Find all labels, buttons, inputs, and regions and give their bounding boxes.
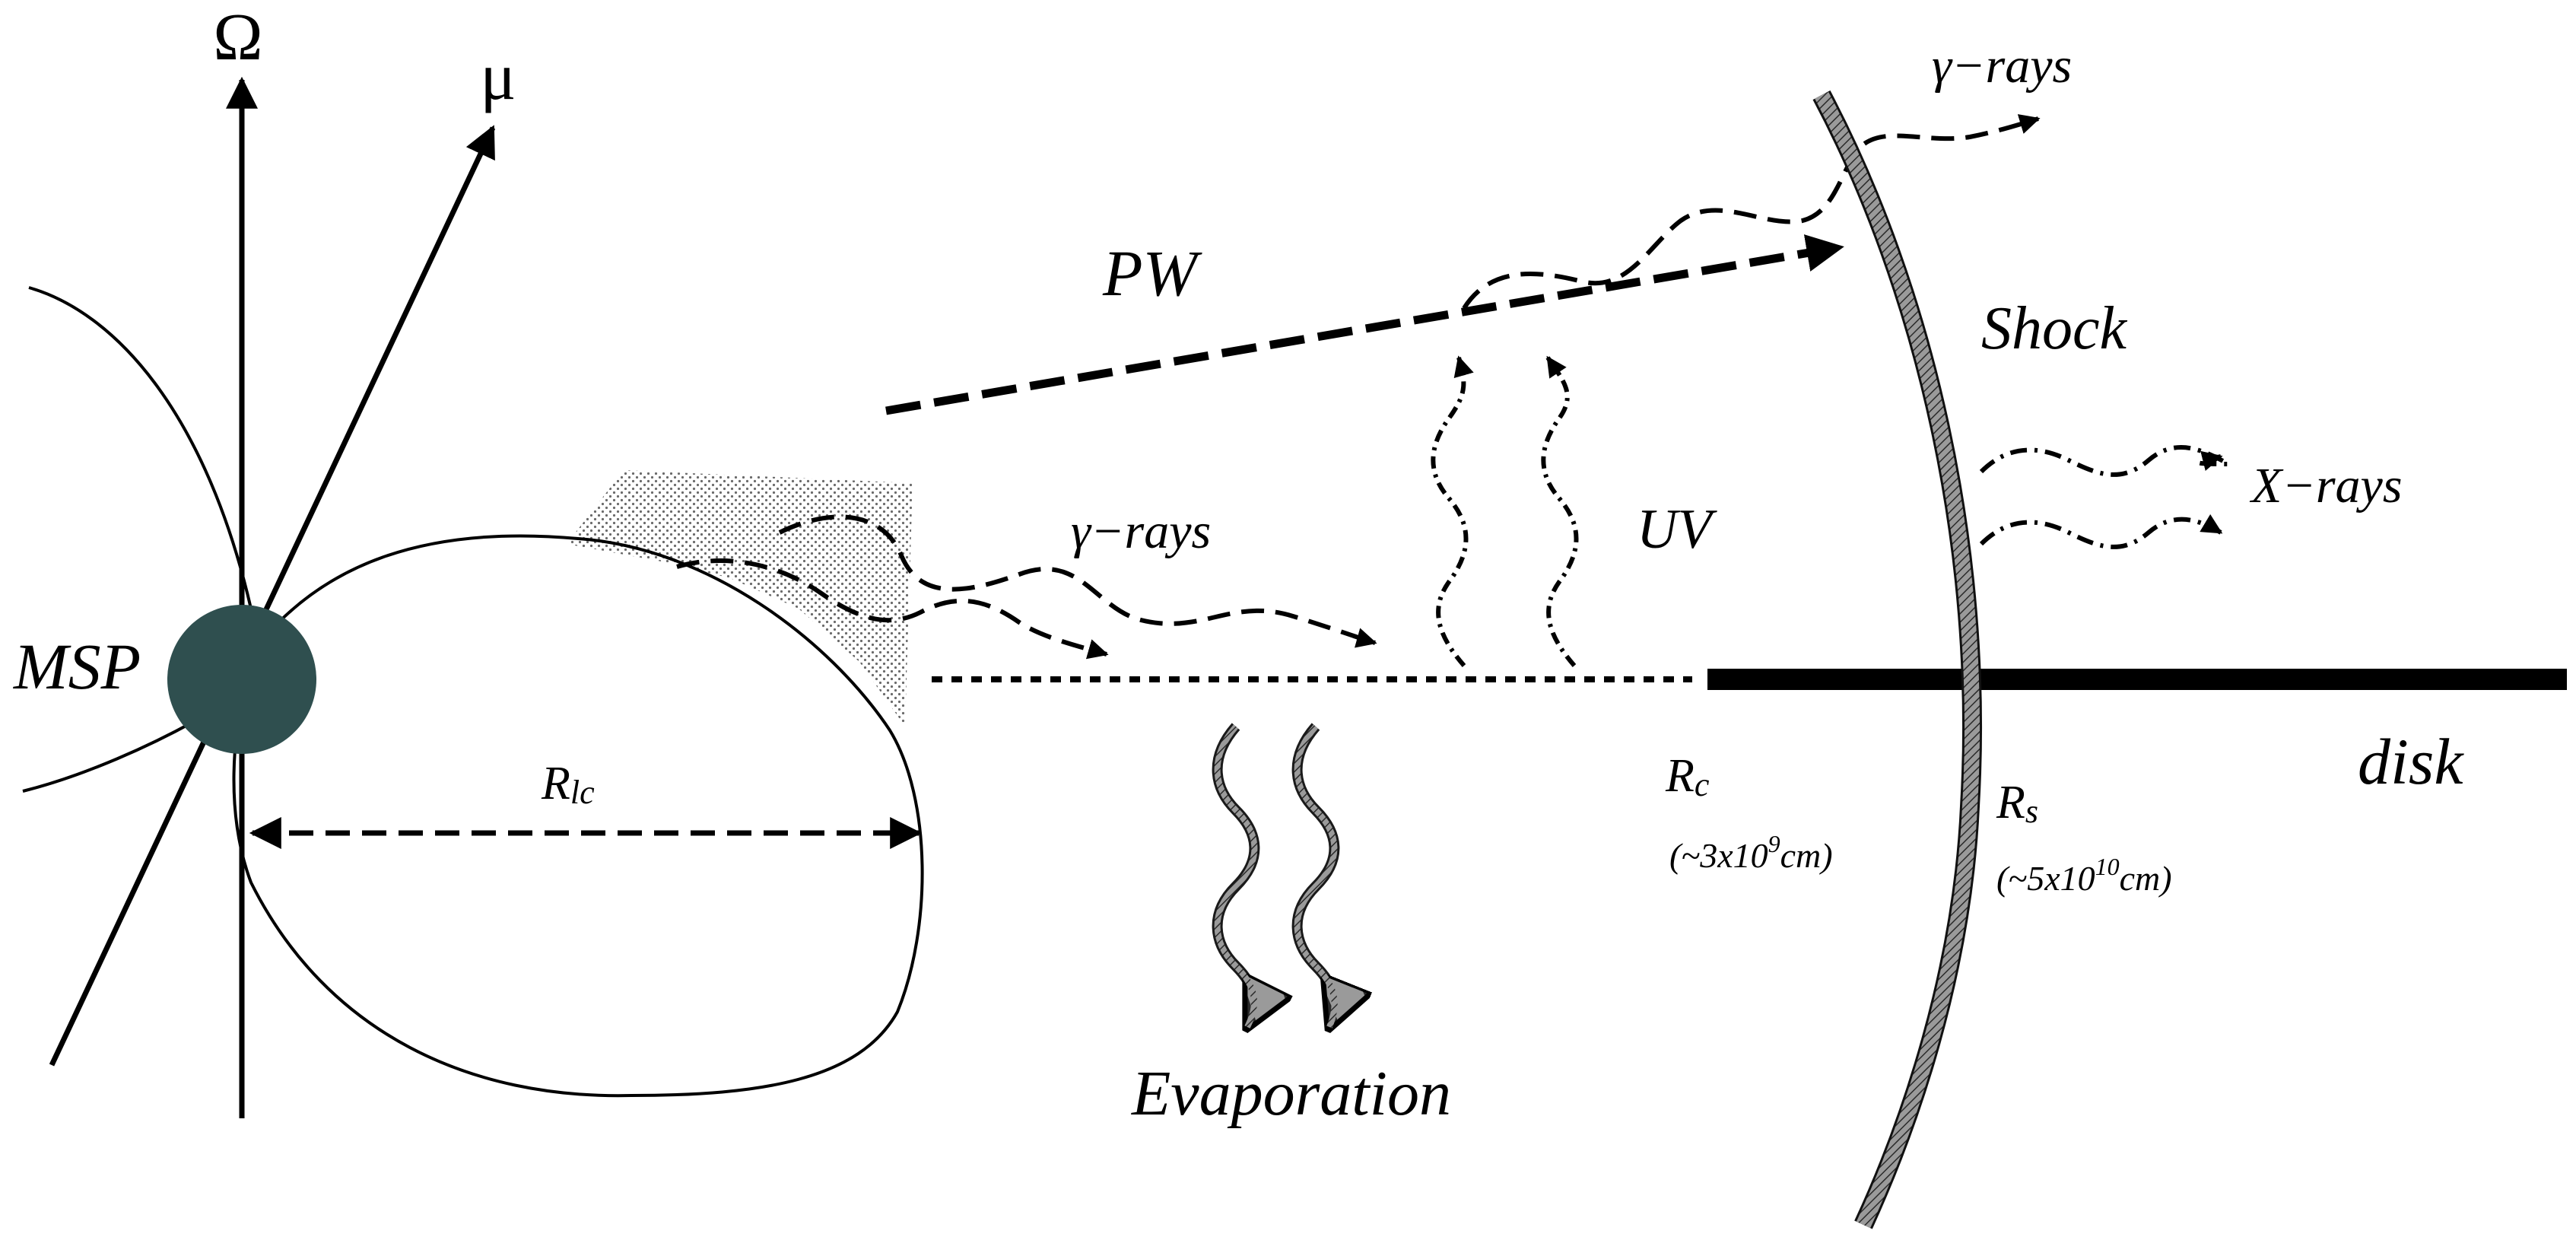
shock-front-fill	[1815, 91, 1980, 1229]
rs-value-exp: 10	[2095, 853, 2120, 880]
x-ray-wave-upper	[1979, 445, 2238, 477]
msp-label: MSP	[12, 630, 141, 703]
rs-value-post: cm)	[2120, 859, 2172, 898]
gamma-rays-mid-label: γ−rays	[1071, 504, 1211, 559]
rc-value-exp: 9	[1768, 830, 1780, 857]
rlc-label: Rlc	[541, 758, 595, 811]
pulsar-wind-arrow	[885, 234, 1844, 415]
uv-wave-right	[1541, 355, 1579, 667]
gamma-ray-wave-lower	[676, 558, 1109, 660]
evaporation-wave-right-core	[1294, 724, 1338, 1029]
rlc-main: R	[541, 758, 570, 809]
rc-main: R	[1665, 750, 1695, 802]
msp-star	[167, 605, 316, 754]
rc-value-pre: (~3x10	[1669, 836, 1768, 875]
rs-value: (~5x1010cm)	[1996, 853, 2172, 898]
rc-label: Rc	[1665, 750, 1710, 803]
rs-label: Rs	[1996, 777, 2038, 830]
uv-label: UV	[1637, 498, 1717, 561]
evaporation-label: Evaporation	[1131, 1058, 1451, 1129]
rlc-sub: lc	[570, 774, 595, 811]
rs-value-pre: (~5x10	[1996, 859, 2095, 898]
disk-label: disk	[2358, 725, 2464, 798]
x-rays-label: X−rays	[2249, 458, 2403, 514]
uv-wave-left	[1431, 355, 1474, 667]
field-line-lower-left	[22, 714, 206, 793]
mu-label: μ	[480, 40, 516, 114]
magnetic-axis	[49, 125, 496, 1067]
x-ray-wave-lower	[1979, 514, 2223, 549]
rc-sub: c	[1695, 766, 1710, 803]
gamma-ray-wave-upper	[778, 514, 1377, 648]
shock-label: Shock	[1981, 295, 2128, 362]
gamma-rays-top-label: γ−rays	[1932, 38, 2072, 94]
gamma-ray-wave-top	[1462, 114, 2041, 310]
omega-label: Ω	[213, 1, 262, 75]
evaporation-wave-left-core	[1214, 724, 1258, 1029]
light-cylinder-loop	[232, 534, 924, 1098]
rc-value: (~3x109cm)	[1669, 830, 1833, 875]
pw-label: PW	[1102, 237, 1203, 310]
rc-value-post: cm)	[1780, 836, 1833, 875]
emission-region-shading	[567, 470, 913, 727]
rs-sub: s	[2025, 793, 2038, 830]
rs-main: R	[1996, 777, 2025, 828]
